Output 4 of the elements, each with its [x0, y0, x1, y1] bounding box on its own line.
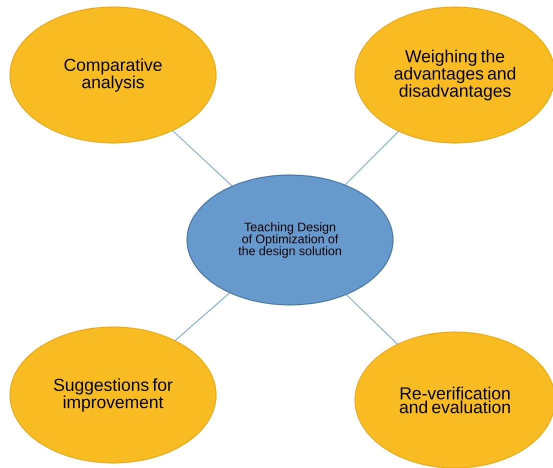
- connector-line: [346, 294, 398, 345]
- connector-line: [344, 130, 400, 186]
- connector-line: [172, 130, 233, 187]
- connector-line: [174, 292, 230, 342]
